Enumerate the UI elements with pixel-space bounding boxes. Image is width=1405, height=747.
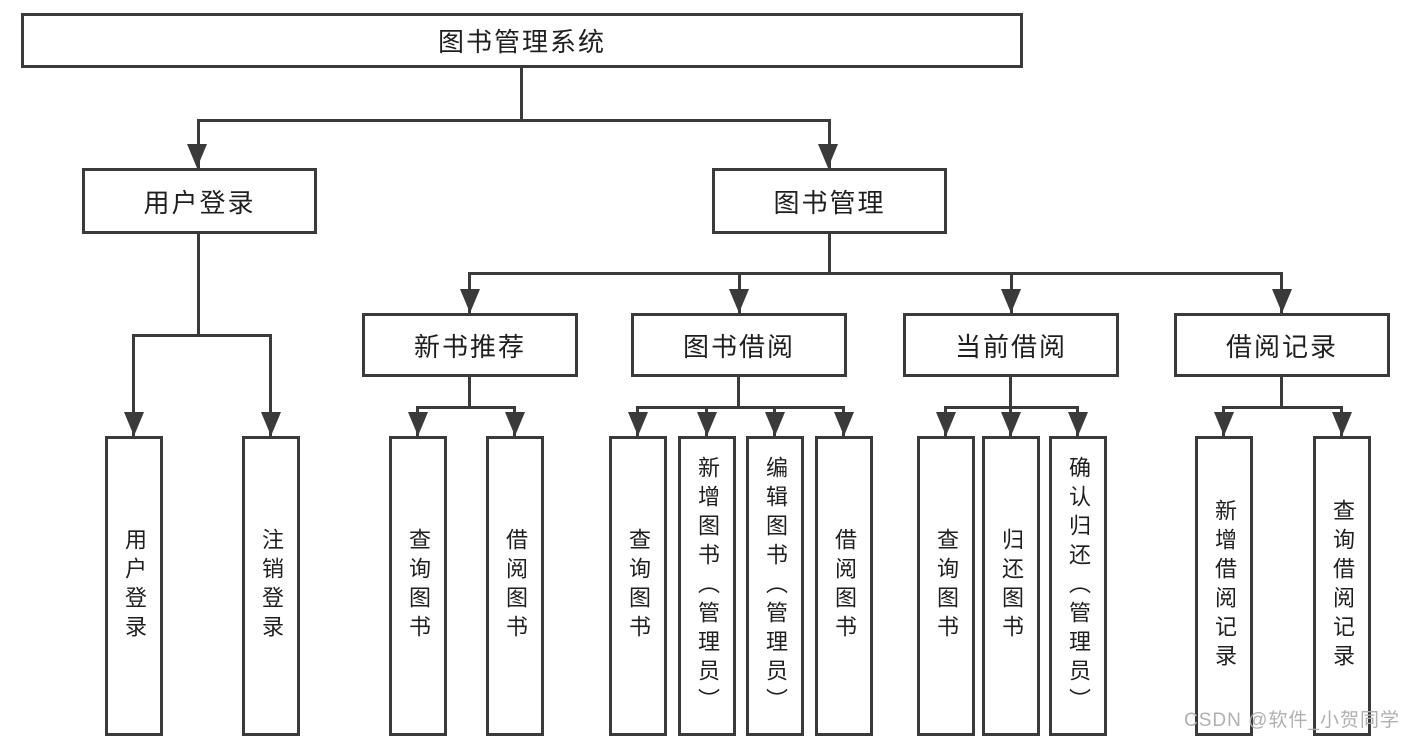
node-root: 图书管理系统: [21, 13, 1023, 68]
leaf-add-borrow-record: 新增借阅记录: [1195, 436, 1253, 736]
connector-line: [828, 119, 831, 168]
leaf-confirm-return-admin: 确认归还（管理员）: [1049, 436, 1107, 736]
connector-arrow: [124, 412, 144, 436]
leaf-borrow-book: 借阅图书: [815, 436, 873, 736]
connector-line: [197, 234, 200, 335]
node-current-borrowing: 当前借阅: [903, 313, 1119, 377]
leaf-return-book: 归还图书: [982, 436, 1040, 736]
connector-arrow: [1068, 412, 1088, 436]
connector-arrow: [1001, 289, 1021, 313]
connector-arrow: [628, 412, 648, 436]
connector-line: [1280, 377, 1283, 408]
connector-arrow: [697, 412, 717, 436]
connector-line: [1222, 406, 1343, 409]
connector-arrow: [818, 144, 838, 168]
connector-line: [133, 334, 272, 337]
connector-arrow: [834, 412, 854, 436]
connector-line: [520, 68, 523, 120]
leaf-edit-book-admin: 编辑图书（管理员）: [746, 436, 804, 736]
connector-arrow: [1214, 412, 1234, 436]
connector-arrow: [261, 412, 281, 436]
connector-arrow: [505, 412, 525, 436]
connector-arrow: [936, 412, 956, 436]
leaf-query-book: 查询图书: [389, 436, 447, 736]
connector-line: [197, 119, 200, 168]
connector-line: [468, 272, 1283, 275]
csdn-watermark: CSDN @软件_小贺同学: [1184, 710, 1400, 731]
node-new-book-recommendation: 新书推荐: [362, 313, 578, 377]
connector-arrow: [187, 144, 207, 168]
connector-line: [416, 406, 516, 409]
connector-line: [737, 377, 740, 408]
leaf-user-login: 用户登录: [105, 436, 163, 736]
connector-arrow: [1001, 412, 1021, 436]
connector-arrow: [1332, 412, 1352, 436]
connector-line: [828, 234, 831, 274]
node-borrowing-records: 借阅记录: [1174, 313, 1390, 377]
connector-line: [1009, 377, 1012, 408]
connector-line: [269, 334, 272, 436]
leaf-borrow-book: 借阅图书: [486, 436, 544, 736]
connector-arrow: [1272, 289, 1292, 313]
connector-line: [198, 119, 831, 122]
connector-arrow: [765, 412, 785, 436]
leaf-add-book-admin: 新增图书（管理员）: [678, 436, 736, 736]
connector-line: [468, 377, 471, 408]
connector-arrow: [729, 289, 749, 313]
leaf-logout: 注销登录: [242, 436, 300, 736]
node-user-login: 用户登录: [82, 168, 317, 234]
node-book-management: 图书管理: [712, 168, 947, 234]
connector-arrow: [460, 289, 480, 313]
leaf-query-book: 查询图书: [917, 436, 975, 736]
leaf-query-book: 查询图书: [609, 436, 667, 736]
node-book-borrowing: 图书借阅: [631, 313, 847, 377]
connector-arrow: [408, 412, 428, 436]
connector-line: [636, 406, 845, 409]
leaf-query-borrow-record: 查询借阅记录: [1313, 436, 1371, 736]
connector-line: [132, 334, 135, 436]
